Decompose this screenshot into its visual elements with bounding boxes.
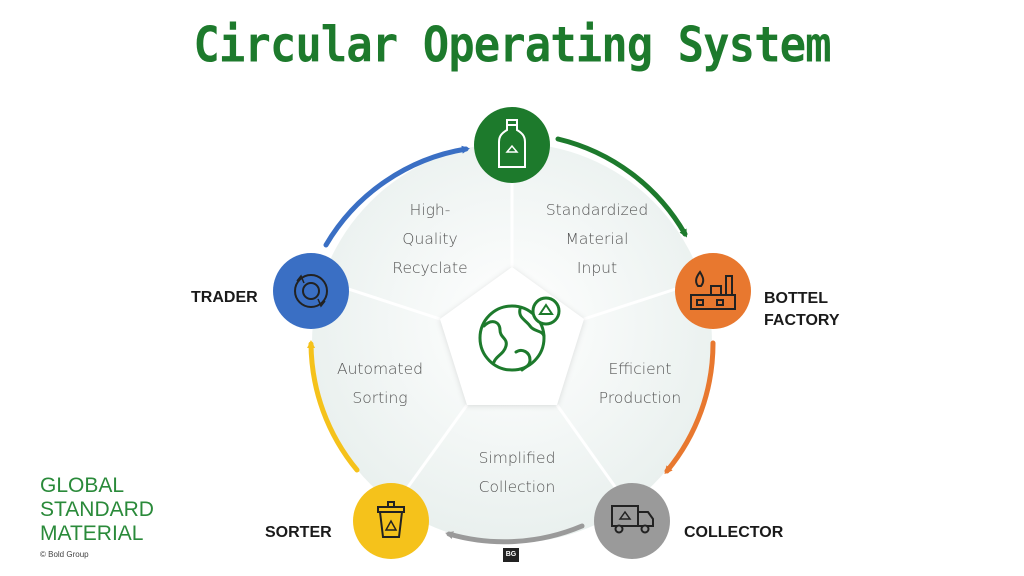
bg-badge: BG [503,548,519,562]
node-label-collector: COLLECTOR [684,524,784,541]
node-collector[interactable] [594,483,670,559]
brand-logo-text: GLOBAL STANDARD MATERIAL [40,474,154,545]
node-trader[interactable] [273,253,349,329]
node-bottle[interactable] [474,107,550,183]
node-sorter[interactable] [353,483,429,559]
node-factory[interactable] [675,253,751,329]
arrow-yellow [307,340,360,473]
bottle-icon [498,119,526,168]
node-label-factory: BOTTEL FACTORY [764,290,840,329]
globe-recycle-icon [478,296,561,372]
segment-label-simplified-collection: Simplified Collection [478,449,556,496]
cycle-icon [294,274,328,308]
segment-label-efficient-production: Efficient Production [598,360,682,407]
page-title: Circular Operating System [193,16,831,75]
segment-label-standardized-material-input: Standardized Material Input [545,201,649,277]
segment-label-automated-sorting: Automated Sorting [336,360,424,407]
truck-icon [611,505,654,534]
arrow-gray [445,523,585,545]
node-label-trader: TRADER [191,289,258,306]
node-label-sorter: SORTER [265,524,332,541]
segment-label-high-quality-recyclate: High- Quality Recyclate [392,201,468,277]
arrow-blue [323,145,470,248]
factory-icon [690,270,736,310]
copyright-text: © Bold Group [40,550,89,559]
recycle-bin-icon [377,501,405,538]
arrow-green [555,136,688,238]
arrow-orange [664,340,716,475]
